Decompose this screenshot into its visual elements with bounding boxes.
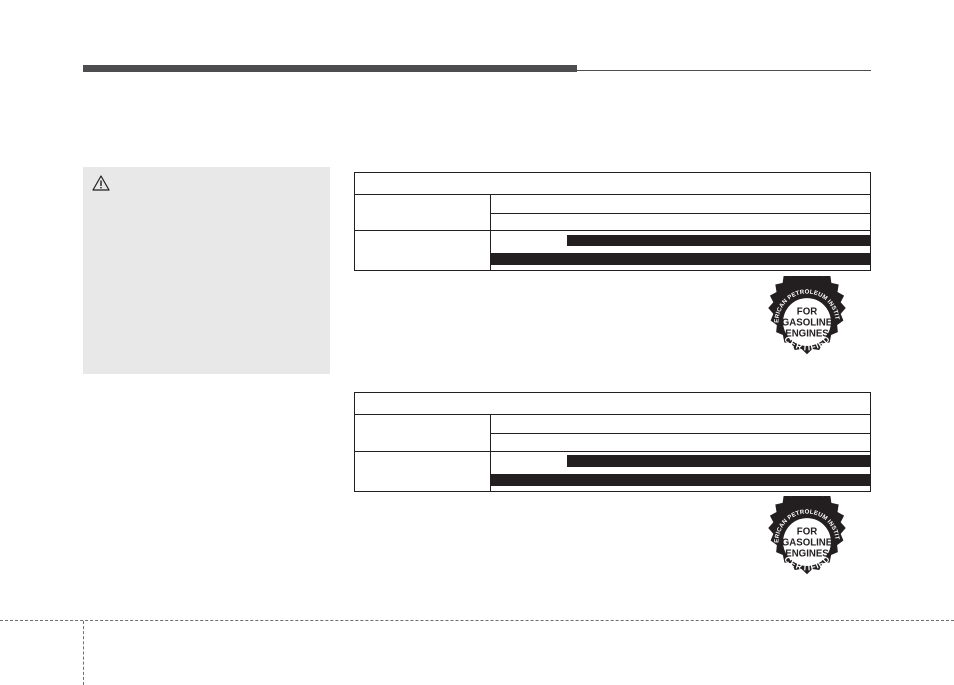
footer-dashed-margin: [83, 621, 84, 685]
spec-table-1: [354, 172, 871, 271]
header-rule-thick: [83, 65, 577, 72]
seal-line-engines: ENGINES: [785, 329, 829, 340]
redacted-bar: [490, 253, 870, 265]
table-row-divider: [355, 194, 870, 195]
api-certification-seal-icon: AMERICAN PETROLEUM INSTITUTE FOR GASOLIN…: [761, 496, 846, 575]
table-row-divider: [355, 451, 870, 452]
table-row-divider: [355, 230, 870, 231]
seal-line-for: FOR: [797, 527, 817, 538]
caution-box: [83, 167, 330, 374]
spec-table-2: [354, 392, 871, 492]
redacted-bar: [567, 235, 870, 246]
redacted-bar: [567, 455, 870, 467]
seal-inner-circle: [783, 518, 831, 566]
table-row-divider: [490, 213, 870, 214]
seal-line-for: FOR: [797, 307, 817, 318]
warning-triangle-icon: [92, 175, 110, 191]
header-rule-thin: [577, 70, 871, 71]
redacted-bar: [490, 474, 870, 486]
table-row-divider: [355, 414, 870, 415]
table-row-divider: [490, 433, 870, 434]
seal-inner-circle: [783, 298, 831, 346]
seal-line-engines: ENGINES: [785, 549, 829, 560]
table-column-divider: [490, 414, 491, 492]
api-certification-seal-icon: AMERICAN PETROLEUM INSTITUTE FOR GASOLIN…: [761, 276, 846, 355]
seal-line-gasoline: GASOLINE: [782, 318, 833, 329]
table-column-divider: [490, 194, 491, 271]
seal-line-gasoline: GASOLINE: [782, 538, 833, 549]
footer-dashed-rule: [0, 620, 954, 621]
